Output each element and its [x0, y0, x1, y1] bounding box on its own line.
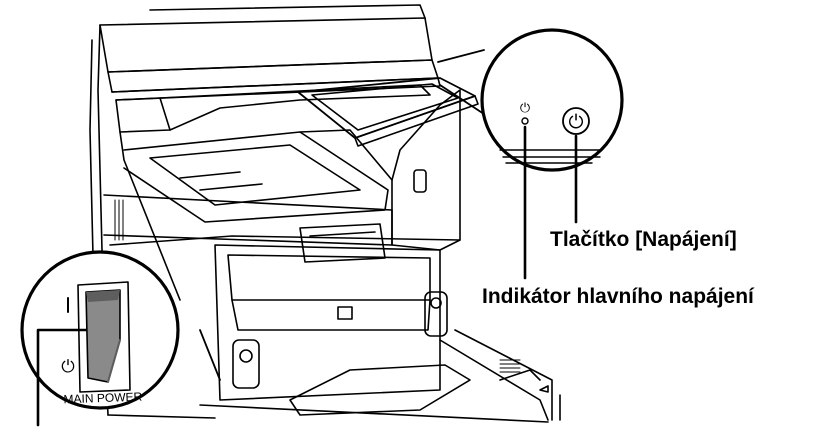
door-marker	[337, 306, 353, 320]
usb-slot	[413, 169, 427, 193]
copier-body	[89, 4, 561, 423]
main-power-label: MAIN POWER	[63, 390, 142, 407]
power-symbol-icon: ⏻	[568, 111, 583, 133]
main-power-indicator-callout: Indikátor hlavního napájení	[482, 285, 754, 308]
power-button	[562, 107, 590, 135]
main-power-switch-magnifier	[20, 250, 221, 427]
switch-power-symbol-icon: ⏻	[61, 357, 75, 377]
power-button-callout: Tlačítko [Napájení]	[550, 228, 737, 251]
indicator-symbol-icon: ⏻	[520, 101, 530, 116]
control-panel-magnifier	[437, 28, 624, 280]
main-power-indicator-lamp	[521, 117, 529, 125]
